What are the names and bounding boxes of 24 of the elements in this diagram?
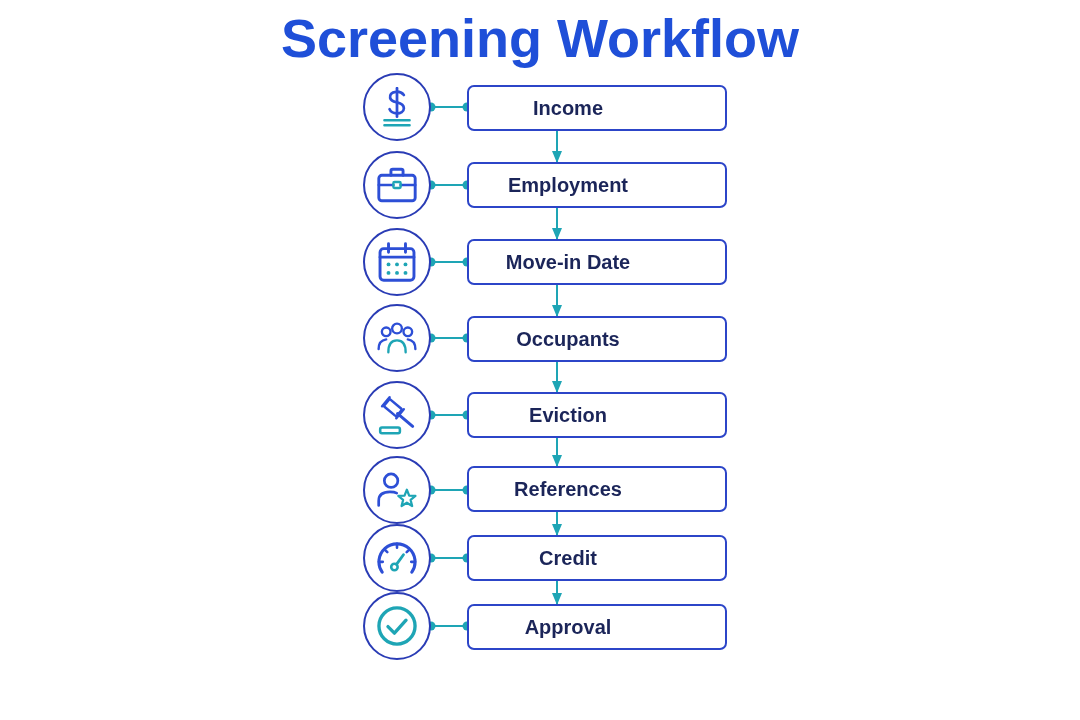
process-box (467, 85, 727, 131)
process-box (467, 239, 727, 285)
arrow (552, 580, 562, 605)
process-box (467, 392, 727, 438)
step-label: Employment (508, 173, 628, 197)
step-label: Occupants (516, 327, 620, 351)
step-label: Approval (524, 615, 612, 639)
diagram-title: Screening Workflow (280, 7, 800, 70)
step-label: Eviction (529, 403, 607, 427)
step-label: References (514, 477, 622, 501)
process-box (467, 162, 727, 208)
step-label: Move-in Date (505, 250, 631, 274)
arrow (552, 361, 562, 393)
process-box (467, 604, 727, 650)
arrow (552, 130, 562, 163)
process-box (467, 316, 727, 362)
arrow (552, 207, 562, 240)
arrow (552, 284, 562, 317)
arrow (552, 511, 562, 536)
step-label: Income (533, 96, 603, 120)
arrow (552, 437, 562, 467)
process-box (467, 535, 727, 581)
process-box (467, 466, 727, 512)
step-label: Credit (539, 546, 597, 570)
